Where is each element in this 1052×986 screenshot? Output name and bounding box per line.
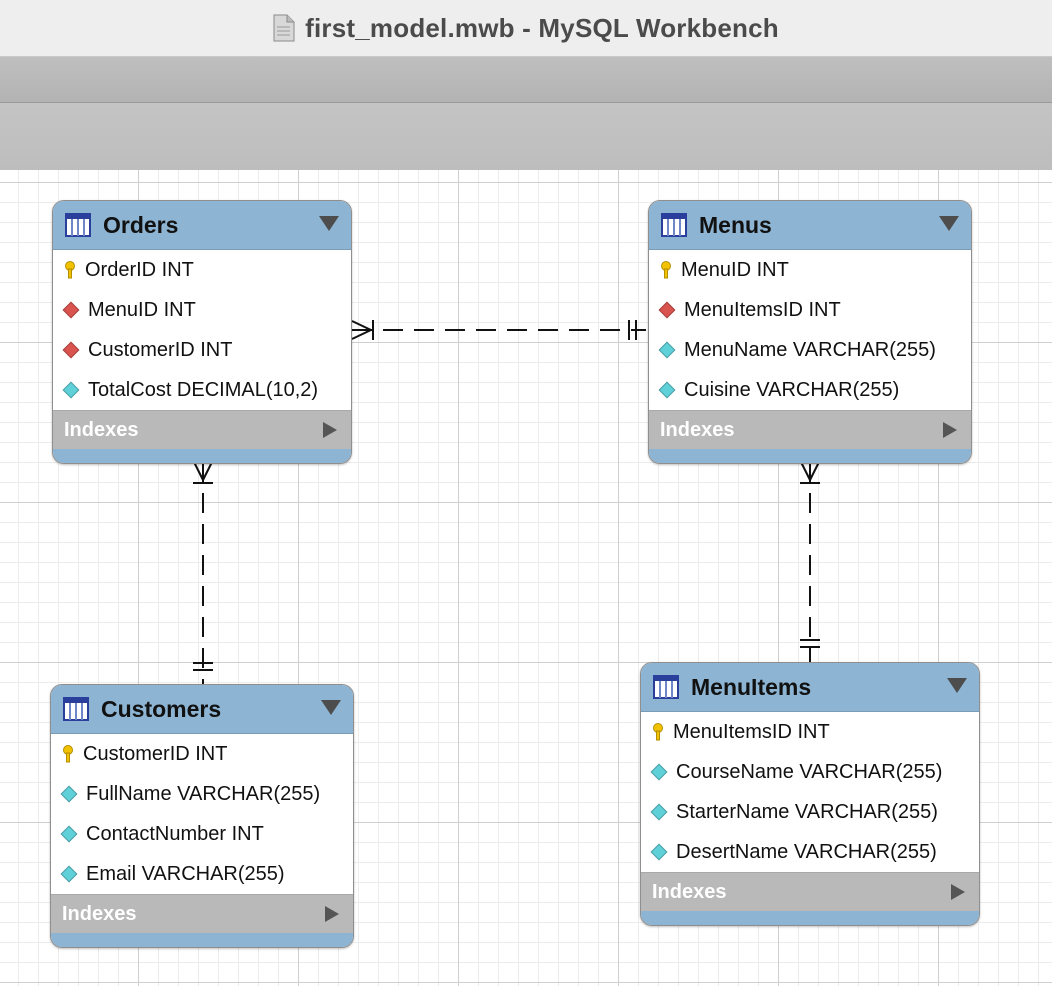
window-title: first_model.mwb - MySQL Workbench bbox=[305, 12, 779, 43]
primary-key-icon bbox=[659, 261, 673, 279]
column-label: DesertName VARCHAR(255) bbox=[676, 840, 937, 863]
column-label: TotalCost DECIMAL(10,2) bbox=[88, 378, 319, 401]
indexes-bar[interactable]: Indexes bbox=[51, 894, 353, 933]
table-icon bbox=[65, 213, 91, 237]
column-row[interactable]: DesertName VARCHAR(255) bbox=[641, 832, 979, 872]
toolbar-secondary bbox=[0, 103, 1052, 170]
foreign-key-icon bbox=[62, 301, 80, 319]
indexes-bar[interactable]: Indexes bbox=[53, 410, 351, 449]
table-name: Customers bbox=[101, 695, 222, 722]
column-label: FullName VARCHAR(255) bbox=[86, 782, 321, 805]
column-label: CustomerID INT bbox=[83, 742, 228, 765]
column-row[interactable]: CustomerID INT bbox=[53, 330, 351, 370]
column-row[interactable]: TotalCost DECIMAL(10,2) bbox=[53, 370, 351, 410]
table-menuitems[interactable]: MenuItems MenuItemsID INT CourseName VAR… bbox=[640, 662, 980, 926]
table-header[interactable]: Customers bbox=[51, 685, 353, 734]
table-footer bbox=[51, 933, 353, 947]
column-label: Cuisine VARCHAR(255) bbox=[684, 378, 900, 401]
title-wrap: first_model.mwb - MySQL Workbench bbox=[273, 13, 779, 44]
table-icon bbox=[63, 697, 89, 721]
column-row[interactable]: OrderID INT bbox=[53, 250, 351, 290]
indexes-bar[interactable]: Indexes bbox=[641, 872, 979, 911]
column-icon bbox=[658, 341, 676, 359]
column-row[interactable]: CourseName VARCHAR(255) bbox=[641, 752, 979, 792]
column-label: ContactNumber INT bbox=[86, 822, 264, 845]
column-icon bbox=[60, 865, 78, 883]
primary-key-icon bbox=[651, 723, 665, 741]
table-menus[interactable]: Menus MenuID INT MenuItemsID INT MenuNam… bbox=[648, 200, 972, 464]
table-icon bbox=[653, 675, 679, 699]
column-list: CustomerID INT FullName VARCHAR(255) Con… bbox=[51, 734, 353, 894]
collapse-icon[interactable] bbox=[321, 700, 341, 715]
expand-arrow-icon[interactable] bbox=[951, 884, 965, 900]
indexes-label: Indexes bbox=[660, 418, 735, 441]
table-orders[interactable]: Orders OrderID INT MenuID INT CustomerID… bbox=[52, 200, 352, 464]
primary-key-icon bbox=[61, 745, 75, 763]
table-footer bbox=[649, 449, 971, 463]
collapse-icon[interactable] bbox=[319, 216, 339, 231]
column-label: OrderID INT bbox=[85, 258, 194, 281]
column-label: MenuName VARCHAR(255) bbox=[684, 338, 936, 361]
column-label: MenuItemsID INT bbox=[673, 720, 830, 743]
column-label: MenuID INT bbox=[681, 258, 789, 281]
column-icon bbox=[60, 825, 78, 843]
column-row[interactable]: FullName VARCHAR(255) bbox=[51, 774, 353, 814]
title-bar: first_model.mwb - MySQL Workbench bbox=[0, 0, 1052, 57]
column-row[interactable]: MenuItemsID INT bbox=[649, 290, 971, 330]
table-icon bbox=[661, 213, 687, 237]
foreign-key-icon bbox=[658, 301, 676, 319]
column-label: CourseName VARCHAR(255) bbox=[676, 760, 943, 783]
document-icon bbox=[273, 14, 295, 42]
column-row[interactable]: Cuisine VARCHAR(255) bbox=[649, 370, 971, 410]
column-row[interactable]: MenuItemsID INT bbox=[641, 712, 979, 752]
column-icon bbox=[650, 803, 668, 821]
column-label: StarterName VARCHAR(255) bbox=[676, 800, 938, 823]
foreign-key-icon bbox=[62, 341, 80, 359]
indexes-bar[interactable]: Indexes bbox=[649, 410, 971, 449]
indexes-label: Indexes bbox=[64, 418, 139, 441]
column-label: Email VARCHAR(255) bbox=[86, 862, 285, 885]
table-header[interactable]: Menus bbox=[649, 201, 971, 250]
column-label: MenuItemsID INT bbox=[684, 298, 841, 321]
expand-arrow-icon[interactable] bbox=[323, 422, 337, 438]
table-customers[interactable]: Customers CustomerID INT FullName VARCHA… bbox=[50, 684, 354, 948]
column-icon bbox=[62, 381, 80, 399]
table-header[interactable]: MenuItems bbox=[641, 663, 979, 712]
toolbar-top bbox=[0, 57, 1052, 103]
table-name: Menus bbox=[699, 211, 772, 238]
column-row[interactable]: StarterName VARCHAR(255) bbox=[641, 792, 979, 832]
column-row[interactable]: CustomerID INT bbox=[51, 734, 353, 774]
table-header[interactable]: Orders bbox=[53, 201, 351, 250]
table-footer bbox=[641, 911, 979, 925]
column-row[interactable]: MenuID INT bbox=[53, 290, 351, 330]
table-name: MenuItems bbox=[691, 673, 812, 700]
column-list: OrderID INT MenuID INT CustomerID INT To… bbox=[53, 250, 351, 410]
column-row[interactable]: MenuID INT bbox=[649, 250, 971, 290]
column-icon bbox=[658, 381, 676, 399]
column-icon bbox=[650, 843, 668, 861]
collapse-icon[interactable] bbox=[939, 216, 959, 231]
table-name: Orders bbox=[103, 211, 179, 238]
expand-arrow-icon[interactable] bbox=[325, 906, 339, 922]
indexes-label: Indexes bbox=[62, 902, 137, 925]
column-icon bbox=[60, 785, 78, 803]
column-row[interactable]: ContactNumber INT bbox=[51, 814, 353, 854]
column-list: MenuItemsID INT CourseName VARCHAR(255) … bbox=[641, 712, 979, 872]
column-label: MenuID INT bbox=[88, 298, 196, 321]
column-list: MenuID INT MenuItemsID INT MenuName VARC… bbox=[649, 250, 971, 410]
expand-arrow-icon[interactable] bbox=[943, 422, 957, 438]
indexes-label: Indexes bbox=[652, 880, 727, 903]
column-row[interactable]: Email VARCHAR(255) bbox=[51, 854, 353, 894]
column-row[interactable]: MenuName VARCHAR(255) bbox=[649, 330, 971, 370]
table-footer bbox=[53, 449, 351, 463]
column-label: CustomerID INT bbox=[88, 338, 233, 361]
column-icon bbox=[650, 763, 668, 781]
primary-key-icon bbox=[63, 261, 77, 279]
collapse-icon[interactable] bbox=[947, 678, 967, 693]
